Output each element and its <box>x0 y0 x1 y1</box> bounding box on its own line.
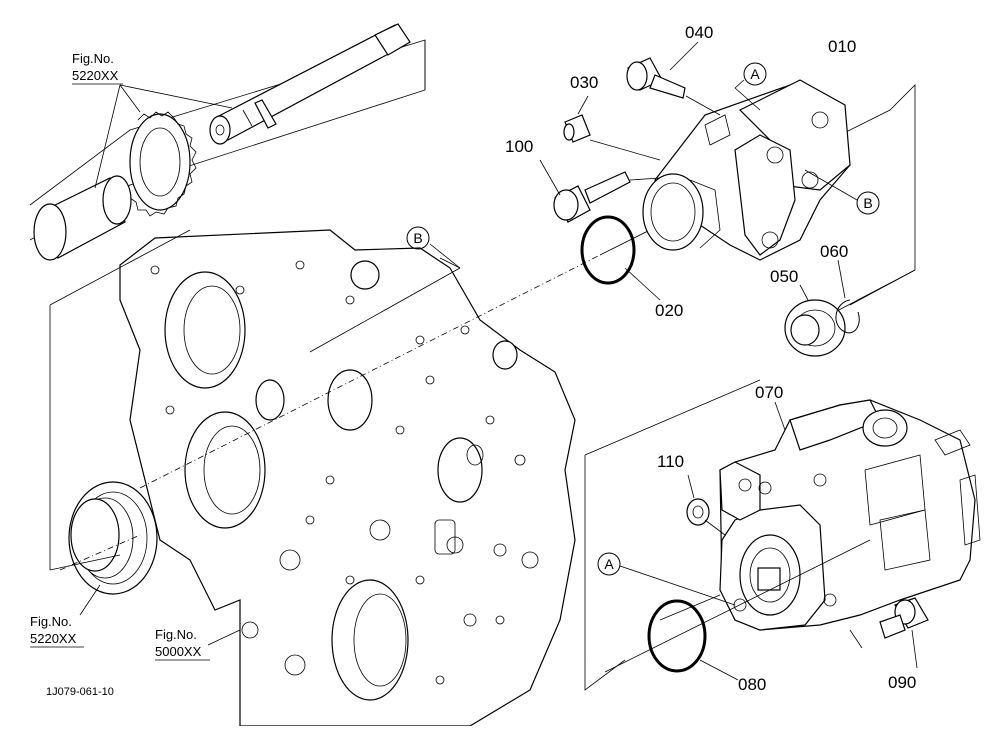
circlip-060 <box>835 299 860 334</box>
callout-a-lower: A <box>597 552 621 576</box>
fig-title: Fig.No. <box>155 627 197 642</box>
bolt-100 <box>553 171 631 223</box>
callout-b-top: B <box>406 226 430 250</box>
label-100: 100 <box>505 137 533 156</box>
fig-number: 5220XX <box>30 631 77 646</box>
label-080: 080 <box>738 675 766 694</box>
label-030: 030 <box>570 73 598 92</box>
drive-shaft <box>209 23 411 145</box>
fig-title: Fig.No. <box>72 51 114 66</box>
hydraulic-pump <box>719 399 981 631</box>
label-090: 090 <box>888 673 916 692</box>
callout-b-right: B <box>856 191 880 215</box>
part-labels: 010 020 030 040 050 060 070 080 090 100 … <box>505 23 916 694</box>
pin-030 <box>563 114 591 143</box>
label-040: 040 <box>685 23 713 42</box>
label-070: 070 <box>755 383 783 402</box>
fig-ref-bottom-left: Fig.No. 5220XX <box>30 614 84 648</box>
bolt-040 <box>626 57 686 99</box>
callout-a-top: A <box>743 62 767 86</box>
label-050: 050 <box>770 267 798 286</box>
svg-text:B: B <box>863 195 872 211</box>
fig-number: 5000XX <box>155 644 202 659</box>
bolt-090 <box>879 597 929 639</box>
drawing-code: 1J079-061-10 <box>46 686 114 698</box>
o-ring-080 <box>647 599 707 673</box>
o-ring-020 <box>580 215 636 285</box>
shaft-gear-assembly <box>29 23 426 261</box>
fig-ref-bottom-mid: Fig.No. 5000XX <box>155 627 210 661</box>
adapter-housing <box>642 79 851 261</box>
nut-110 <box>686 498 710 526</box>
sleeve <box>33 175 132 261</box>
fig-title: Fig.No. <box>30 614 72 629</box>
svg-text:A: A <box>750 66 760 82</box>
fig-number: 5220XX <box>72 68 119 83</box>
label-110: 110 <box>657 452 684 471</box>
label-060: 060 <box>820 242 848 261</box>
bearing-050 <box>784 299 846 357</box>
svg-text:A: A <box>604 556 614 572</box>
label-020: 020 <box>655 301 683 320</box>
fig-ref-top-left: Fig.No. 5220XX <box>72 51 123 85</box>
gear-case-housing <box>119 229 576 727</box>
label-010: 010 <box>828 37 856 56</box>
oil-seal <box>68 481 158 595</box>
svg-text:B: B <box>413 230 422 246</box>
gear <box>129 111 197 217</box>
